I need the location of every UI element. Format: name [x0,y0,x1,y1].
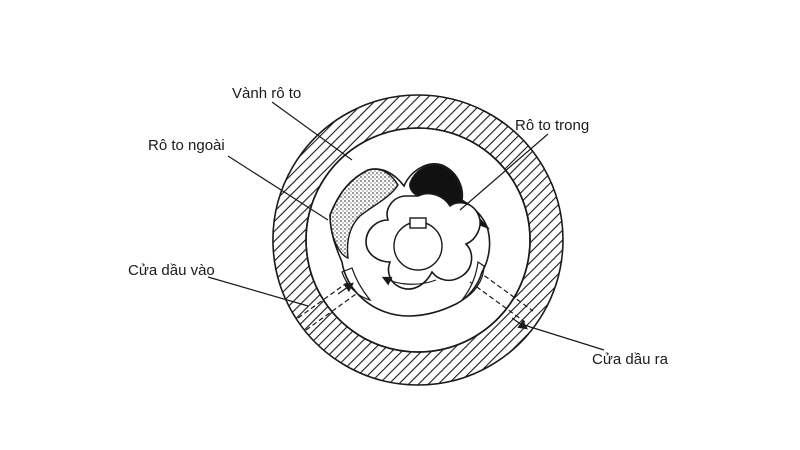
outlet-port [469,270,534,323]
leader-inner-rotor [459,133,549,211]
inlet-flow-arrow-icon [337,282,354,295]
leader-inlet [207,276,309,307]
label-outer-rotor: Rô to ngoài [148,137,225,154]
leader-outlet [523,324,605,351]
inlet-port [297,281,357,331]
shaft-bore [393,221,443,271]
rotation-arrow-icon [381,276,437,286]
label-inlet: Cửa dầu vào [128,262,215,279]
outlet-flow-arrow-icon [511,317,528,330]
leader-outer-rotor [227,155,329,221]
keyway [409,217,427,229]
label-ring: Vành rô to [232,85,301,102]
label-inner-rotor: Rô to trong [515,117,589,134]
outer-rotor-outline [329,163,491,317]
ring-inner-edge [305,127,531,353]
label-outlet: Cửa dầu ra [592,351,669,368]
leader-ring [271,101,353,161]
